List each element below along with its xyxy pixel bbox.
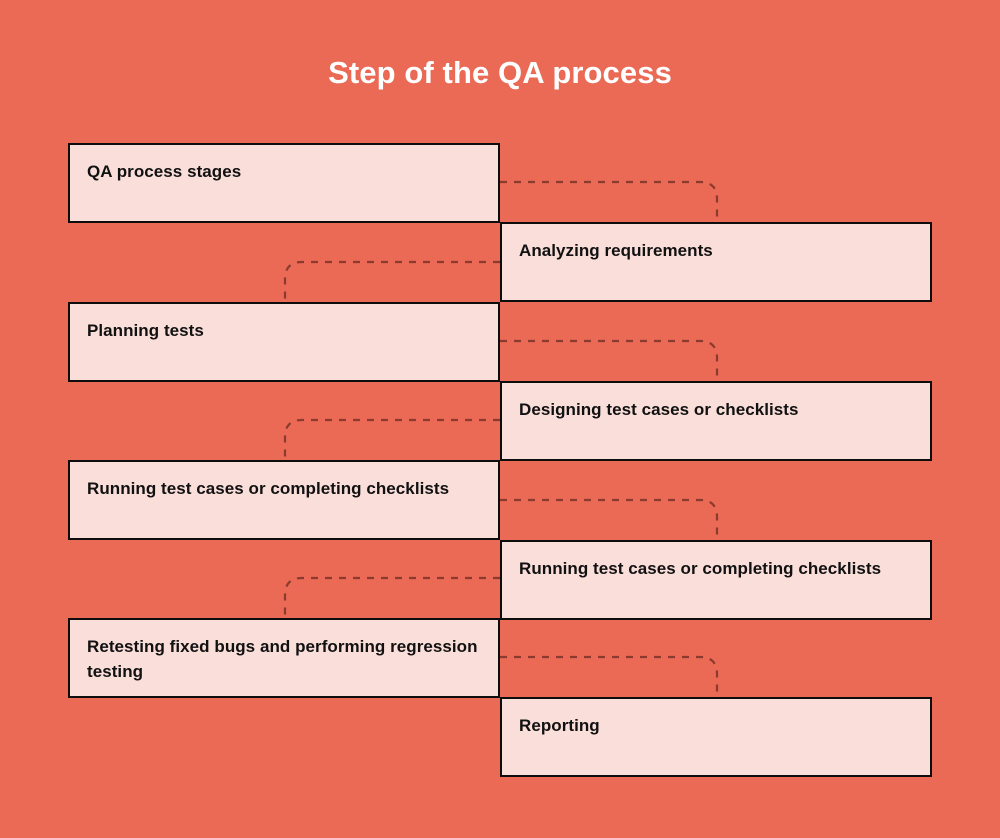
step-label-6: Running test cases or completing checkli… <box>519 559 882 578</box>
step-label-1: QA process stages <box>87 162 242 181</box>
connector-3-4 <box>500 339 719 381</box>
step-box-8[interactable]: Reporting <box>500 697 932 777</box>
step-label-2: Analyzing requirements <box>519 241 713 260</box>
step-box-5[interactable]: Running test cases or completing checkli… <box>68 460 500 540</box>
connector-5-6 <box>500 498 719 540</box>
step-box-3[interactable]: Planning tests <box>68 302 500 382</box>
connector-6-7 <box>283 576 500 618</box>
step-box-2[interactable]: Analyzing requirements <box>500 222 932 302</box>
step-box-7[interactable]: Retesting fixed bugs and performing regr… <box>68 618 500 698</box>
step-label-8: Reporting <box>519 716 600 735</box>
step-box-4[interactable]: Designing test cases or checklists <box>500 381 932 461</box>
step-box-6[interactable]: Running test cases or completing checkli… <box>500 540 932 620</box>
step-label-3: Planning tests <box>87 321 204 340</box>
connector-4-5 <box>283 418 500 460</box>
step-label-7: Retesting fixed bugs and performing regr… <box>87 637 478 681</box>
step-label-4: Designing test cases or checklists <box>519 400 799 419</box>
connector-2-3 <box>283 260 500 302</box>
connector-7-8 <box>500 655 719 697</box>
step-label-5: Running test cases or completing checkli… <box>87 479 450 498</box>
connector-1-2 <box>500 180 719 222</box>
page-title: Step of the QA process <box>328 55 672 90</box>
step-box-1[interactable]: QA process stages <box>68 143 500 223</box>
